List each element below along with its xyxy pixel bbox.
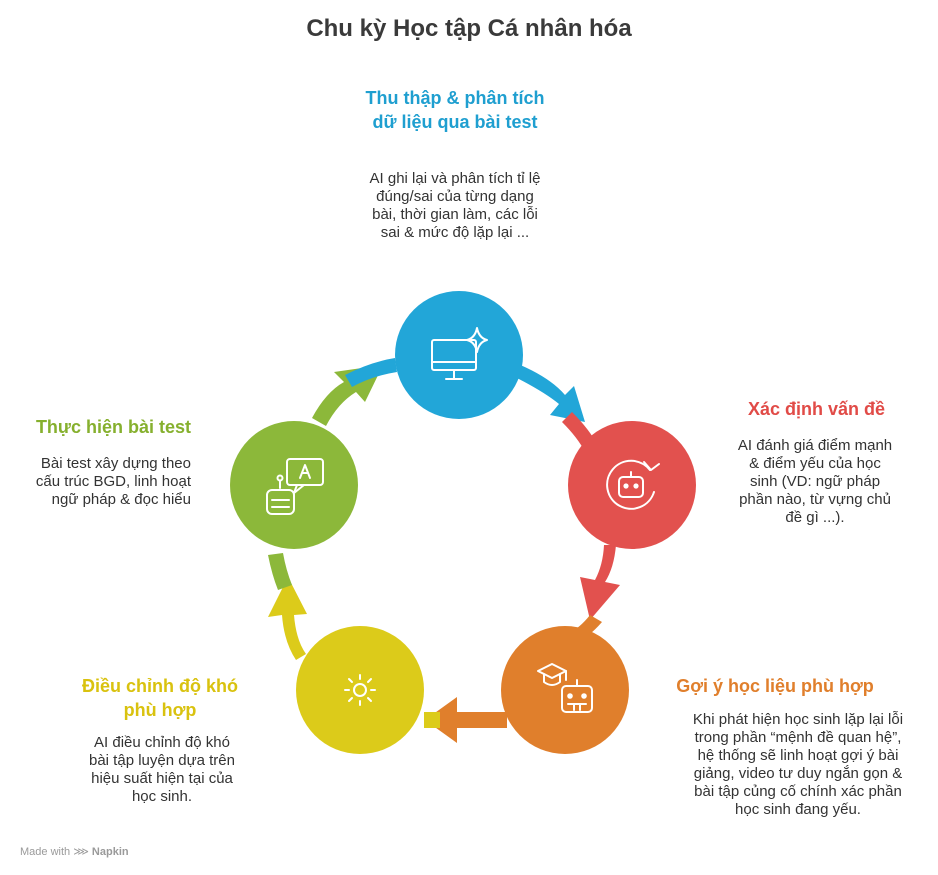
step-3-desc-line: giảng, video tư duy ngắn gọn & (693, 765, 903, 782)
step-2-title: Xác định vấn đề (660, 397, 885, 421)
step-4-title: Điều chỉnh độ khó phù hợp (60, 674, 260, 722)
step-4-description: AI điều chỉnh độ khó bài tập luyện dựa t… (62, 734, 262, 806)
step-3-description: Khi phát hiện học sinh lặp lại lỗi trong… (668, 711, 928, 819)
step-3-desc-line: trong phần “mệnh đề quan hệ”, (694, 729, 902, 746)
step-3-title: Gợi ý học liệu phù hợp (660, 674, 890, 698)
step-1-title: Thu thập & phân tích dữ liệu qua bài tes… (330, 86, 580, 134)
step-1-title-line2: dữ liệu qua bài test (372, 112, 538, 132)
footer-brand: Napkin (91, 846, 129, 858)
step-3-desc-line: học sinh đang yếu. (735, 801, 861, 818)
arrow-step-2-to-3 (580, 545, 620, 620)
footer-attribution: Made with ⋙ Napkin (20, 845, 129, 858)
step-5-desc-line: cấu trúc BGD, linh hoạt (35, 473, 191, 490)
step-2-description: AI đánh giá điểm mạnh & điểm yếu của học… (715, 437, 915, 527)
step-2-desc-line: phần nào, từ vựng chủ (739, 491, 891, 508)
robot-refresh-icon (606, 459, 660, 510)
step-2-desc-line: sinh (VD: ngữ pháp (749, 473, 881, 490)
step-5-description: Bài test xây dựng theo cấu trúc BGD, lin… (10, 455, 191, 509)
step-1-desc-line: AI ghi lại và phân tích tỉ lệ (369, 170, 541, 187)
step-2-desc-line: AI đánh giá điểm mạnh (737, 437, 893, 454)
monitor-sparkle-icon (431, 327, 488, 380)
footer-made-with: Made with (20, 846, 71, 858)
step-4-desc-line: hiệu suất hiện tại của (91, 770, 233, 787)
step-2-title-line1: Xác định vấn đề (747, 399, 885, 419)
step-1-desc-line: sai & mức độ lặp lại ... (380, 224, 530, 241)
step-2-desc-line: & điểm yếu của học (749, 455, 881, 472)
step-4-circle (296, 626, 424, 754)
step-5-title-line1: Thực hiện bài test (35, 417, 191, 437)
step-5-desc-line: ngữ pháp & đọc hiểu (51, 491, 191, 508)
robot-chat-icon (266, 458, 324, 515)
arrow-step-1-to-2 (505, 360, 585, 422)
step-4-desc-line: học sinh. (131, 788, 193, 805)
step-3-circle (501, 626, 629, 754)
step-1-desc-line: đúng/sai của từng dạng (376, 188, 534, 205)
step-2-circle (568, 421, 696, 549)
arrow-tail-1 (345, 358, 397, 387)
step-5-title: Thực hiện bài test (10, 415, 191, 439)
step-1-circle (395, 291, 523, 419)
step-3-desc-line: bài tập củng cố chính xác phần (694, 783, 902, 800)
step-4-title-line2: phù hợp (123, 700, 197, 720)
sun-icon (344, 674, 376, 706)
step-4-desc-line: AI điều chỉnh độ khó (94, 734, 230, 751)
arrow-step-3-to-4 (425, 697, 507, 743)
step-3-desc-line: Khi phát hiện học sinh lặp lại lỗi (692, 711, 904, 728)
step-1-desc-line: bài, thời gian làm, các lỗi (372, 206, 538, 223)
step-4-desc-line: bài tập luyện dựa trên (89, 752, 235, 769)
step-5-desc-line: Bài test xây dựng theo (40, 455, 191, 472)
napkin-logo-icon: ⋙ (73, 846, 89, 858)
arrow-tail-4 (424, 712, 440, 728)
step-3-desc-line: hệ thống sẽ linh hoạt gợi ý bài (697, 747, 899, 764)
arrow-tail-5 (268, 553, 292, 590)
arrow-step-4-to-5 (268, 577, 307, 660)
diagram-title: Chu kỳ Học tập Cá nhân hóa (306, 15, 632, 42)
step-3-title-line1: Gợi ý học liệu phù hợp (676, 676, 874, 696)
step-1-description: AI ghi lại và phân tích tỉ lệ đúng/sai c… (330, 170, 580, 242)
step-1-title-line1: Thu thập & phân tích (365, 88, 545, 108)
graduation-robot-icon (537, 663, 593, 713)
step-4-title-line1: Điều chỉnh độ khó (82, 676, 238, 696)
step-2-desc-line: đề gì ...). (785, 509, 845, 526)
